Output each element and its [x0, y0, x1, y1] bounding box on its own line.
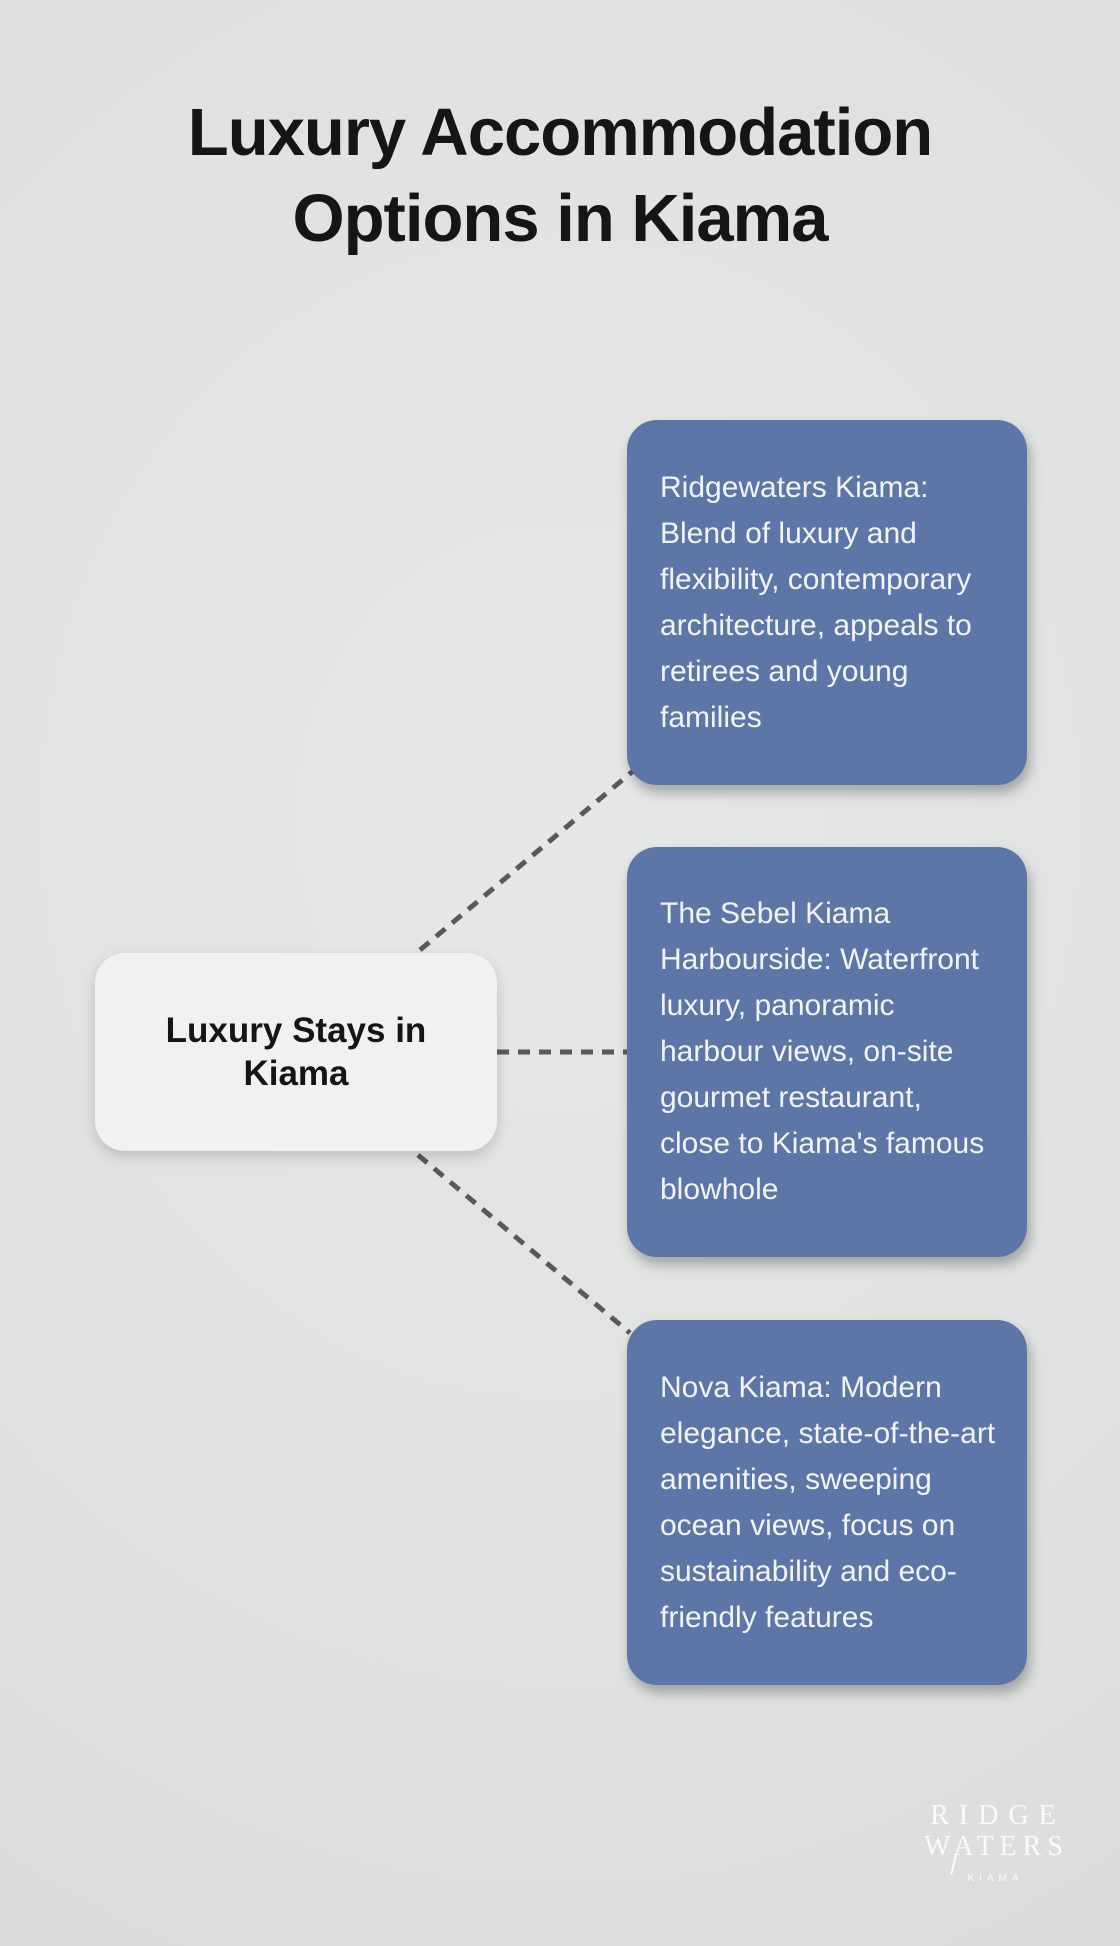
branch-node-sebel-harbourside: The Sebel Kiama Harbourside: Waterfront … [627, 847, 1027, 1257]
connector-line-bottom [416, 1153, 632, 1335]
connector-line-top [418, 769, 635, 952]
root-node: Luxury Stays in Kiama [95, 953, 497, 1151]
branch-node-sebel-harbourside-text: The Sebel Kiama Harbourside: Waterfront … [660, 897, 985, 1206]
root-node-label: Luxury Stays in Kiama [165, 1011, 427, 1093]
page-title-line-1: Luxury Accommodation [187, 95, 933, 170]
branch-node-nova: Nova Kiama: Modern elegance, state-of-th… [627, 1320, 1027, 1685]
branch-node-ridgewaters-text: Ridgewaters Kiama: Blend of luxury and f… [660, 470, 972, 734]
page-title-line-2: Options in Kiama [292, 181, 829, 256]
logo-waters-text: WATERS [918, 1831, 1068, 1875]
branch-node-ridgewaters: Ridgewaters Kiama: Blend of luxury and f… [627, 420, 1027, 785]
branch-node-nova-text: Nova Kiama: Modern elegance, state-of-th… [660, 1370, 996, 1634]
logo-ridge-text: RIDGE [930, 1800, 1066, 1831]
brand-logo: RIDGE WATERS KIAMA [918, 1800, 1068, 1885]
logo-kiama-text: KIAMA [967, 1873, 1024, 1884]
page-title: Luxury Accommodation Options in Kiama [0, 90, 1120, 262]
